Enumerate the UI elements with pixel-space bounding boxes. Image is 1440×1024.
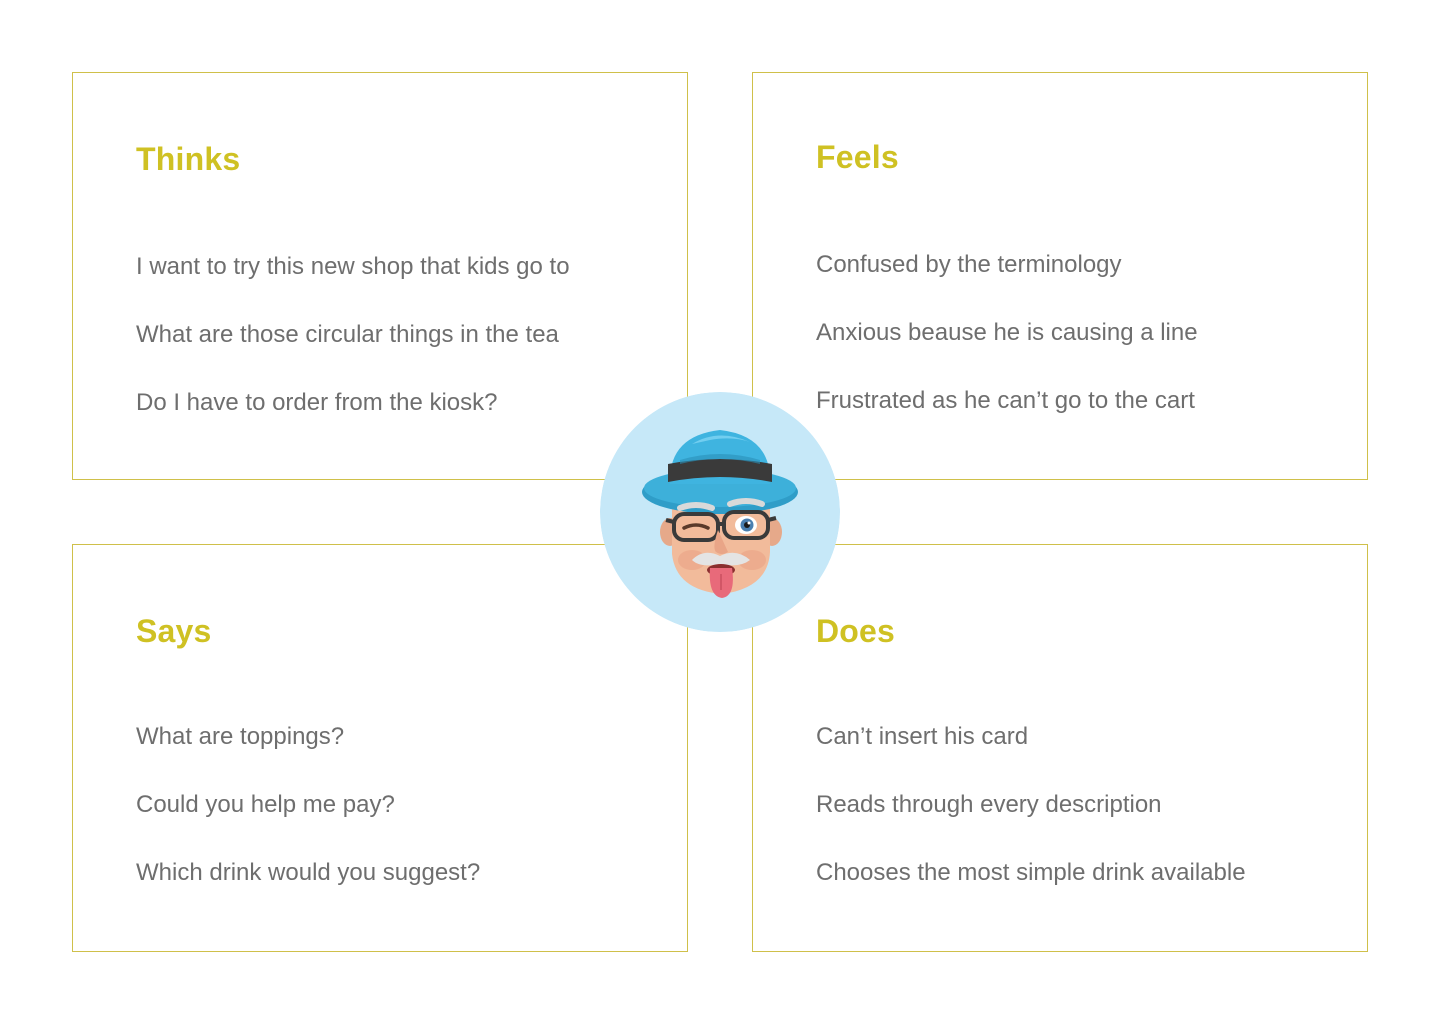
- thinks-item: What are those circular things in the te…: [136, 321, 559, 348]
- says-item: Could you help me pay?: [136, 791, 395, 818]
- says-item: Which drink would you suggest?: [136, 859, 481, 886]
- persona-avatar: [600, 392, 840, 632]
- feels-title: Feels: [816, 139, 899, 175]
- says-title: Says: [136, 613, 212, 649]
- does-quadrant: Does Can’t insert his card Reads through…: [752, 544, 1368, 952]
- feels-item: Frustrated as he can’t go to the cart: [816, 387, 1195, 414]
- does-item: Can’t insert his card: [816, 723, 1029, 750]
- feels-item: Anxious beause he is causing a line: [816, 319, 1198, 346]
- says-list: What are toppings? Could you help me pay…: [136, 721, 480, 889]
- thinks-item: I want to try this new shop that kids go…: [136, 253, 570, 280]
- does-list: Can’t insert his card Reads through ever…: [816, 721, 1246, 889]
- does-title: Does: [816, 613, 896, 649]
- says-item: What are toppings?: [136, 723, 345, 750]
- does-item: Chooses the most simple drink available: [816, 859, 1246, 886]
- says-quadrant: Says What are toppings? Could you help m…: [72, 544, 688, 952]
- thinks-quadrant: Thinks I want to try this new shop that …: [72, 72, 688, 480]
- does-item: Reads through every description: [816, 791, 1162, 818]
- feels-item: Confused by the terminology: [816, 251, 1122, 278]
- thinks-title: Thinks: [136, 141, 241, 177]
- thinks-list: I want to try this new shop that kids go…: [136, 251, 570, 419]
- feels-quadrant: Feels Confused by the terminology Anxiou…: [752, 72, 1368, 480]
- feels-list: Confused by the terminology Anxious beau…: [816, 249, 1198, 417]
- thinks-item: Do I have to order from the kiosk?: [136, 389, 498, 416]
- winking-man-with-hat-icon: [600, 392, 840, 632]
